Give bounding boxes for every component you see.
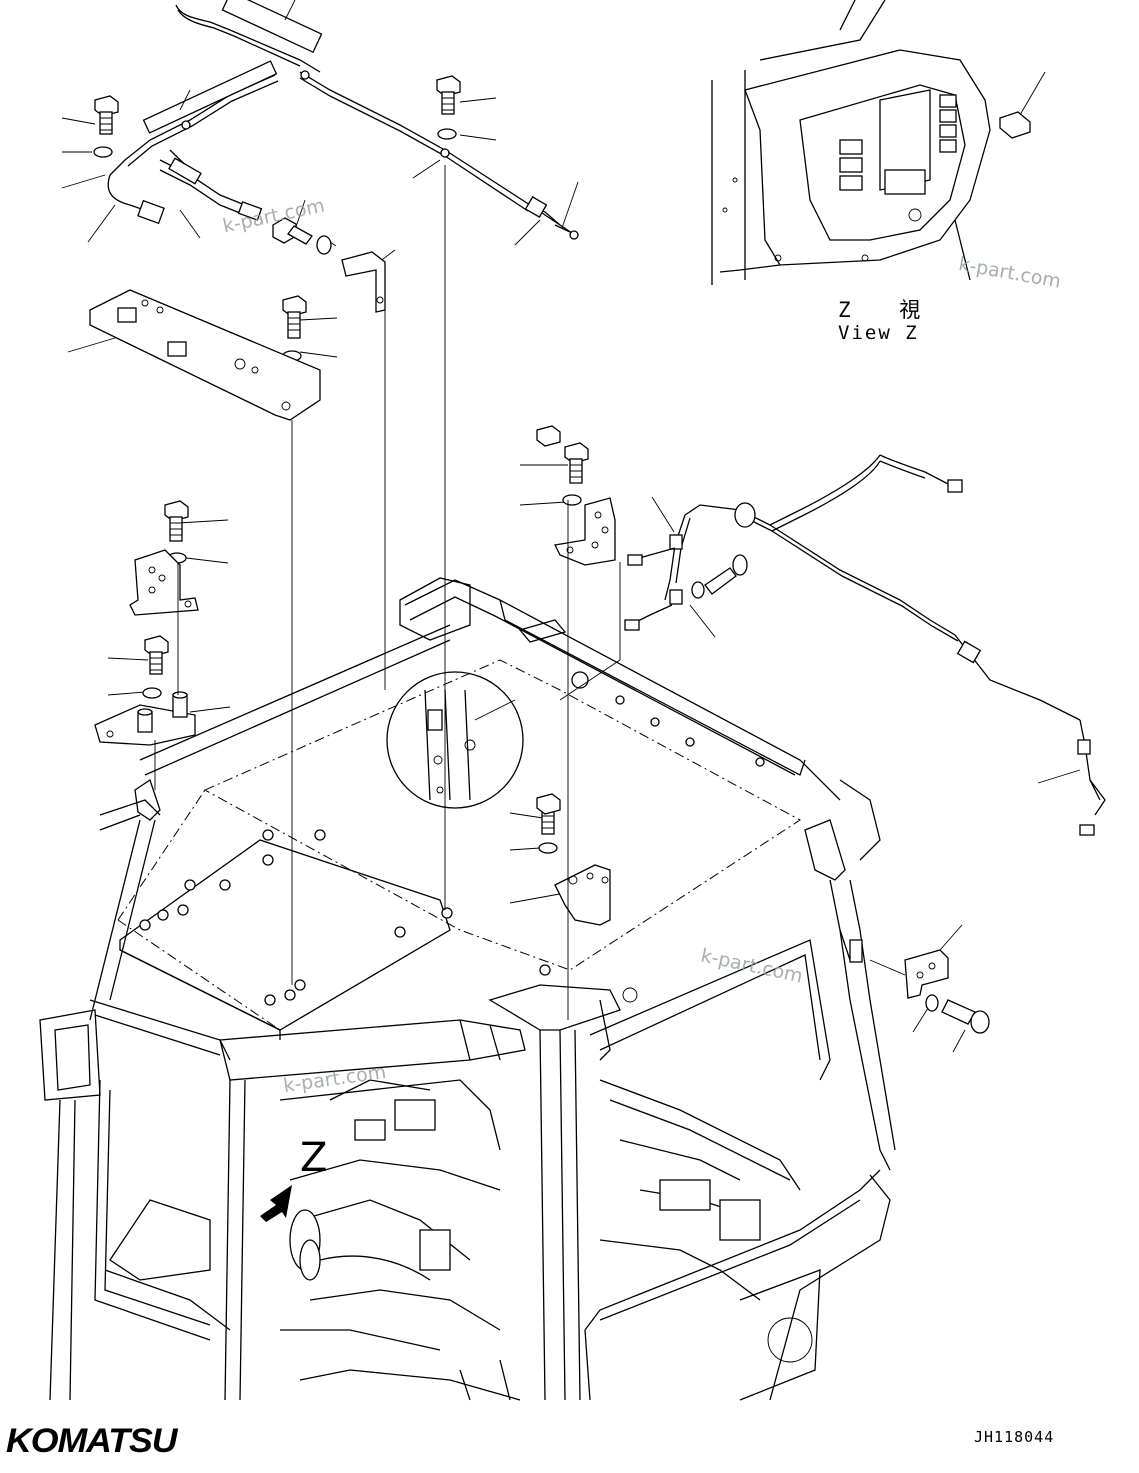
washer-center-upper [562,494,582,506]
bolt-center-lower [536,425,561,835]
bolt-plate [282,295,307,339]
drawing-number: JH118044 [974,1428,1055,1446]
washer-left-lower [142,687,162,699]
bolt-right-angled [941,999,990,1034]
washer-top-center [437,128,457,140]
small-bracket-top [341,251,386,313]
detail-circle [386,671,524,809]
washer-top-left [93,146,113,158]
hinge-bracket-right [554,497,616,566]
mount-bracket-center [554,864,611,926]
bolt-top-center [436,75,461,115]
view-label-japanese: Z 視 [838,298,939,322]
view-z-arrow [260,1185,292,1222]
bolt-center-upper [564,442,589,484]
controller-mounting-plate [89,289,321,421]
side-wiring-harness [624,454,1106,836]
stud-plate-left [94,691,196,746]
angle-bracket-right [904,949,949,999]
bolt-angled [272,217,332,255]
view-label-english: View Z [838,322,919,344]
washer-right [925,994,939,1012]
view-z-inset [711,0,1031,285]
view-z-marker: Z [300,1135,328,1181]
brand-logo: KOMATSU [6,1422,178,1460]
cab-frame [39,577,896,1401]
washer-center-lower [538,842,558,854]
assembly-guide-lines [154,165,906,1020]
bolt-side [691,554,748,599]
bolt-left-lower [144,635,169,675]
hinge-bracket-left [129,549,199,616]
bolt-left-upper [164,500,189,542]
bolt-top-left [94,95,119,135]
leader-lines [61,0,1081,1053]
top-wiring-harness [107,0,579,240]
